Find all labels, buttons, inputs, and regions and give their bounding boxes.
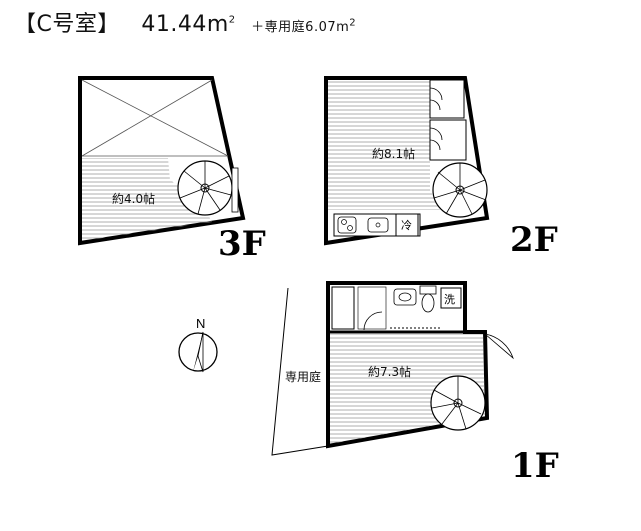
sink-icon bbox=[367, 217, 389, 233]
fridge-label: 冷 bbox=[401, 219, 412, 232]
entrance-door bbox=[483, 333, 514, 360]
toilet-icon bbox=[421, 293, 435, 313]
room-label-3f: 約4.0帖 bbox=[112, 191, 155, 206]
stove-icon bbox=[337, 216, 357, 234]
compass-needle-icon bbox=[193, 332, 203, 372]
closet-lower bbox=[429, 119, 467, 161]
floor-3f-plan: 約4.0帖 bbox=[78, 76, 246, 246]
spiral-stair-3f bbox=[177, 160, 233, 216]
bath-door bbox=[363, 311, 383, 331]
floor-label-1f: 1F bbox=[511, 446, 559, 486]
washer-space bbox=[440, 287, 462, 309]
bath-floor bbox=[357, 286, 387, 330]
washer-label: 洗 bbox=[444, 293, 455, 306]
garden-area: ＋専用庭6.07m2 bbox=[251, 17, 357, 35]
toilet-tank bbox=[419, 285, 437, 295]
compass-label: N bbox=[196, 316, 205, 331]
spiral-stair-1f bbox=[430, 375, 486, 431]
garden-boundary bbox=[271, 287, 329, 456]
total-area: 41.44m2 bbox=[141, 12, 236, 37]
fridge-space bbox=[395, 213, 419, 237]
floor-label-2f: 2F bbox=[510, 220, 558, 260]
window-3f bbox=[231, 167, 239, 213]
garden-label: 専用庭 bbox=[285, 369, 321, 384]
floor-2f-plan: 冷 約8.1帖 bbox=[324, 76, 490, 246]
floor-label-3f: 3F bbox=[218, 224, 266, 264]
room-label-2f: 約8.1帖 bbox=[372, 146, 415, 161]
washbasin-icon bbox=[393, 288, 417, 306]
unit-name: 【C号室】 bbox=[14, 12, 120, 37]
unit-title: 【C号室】 41.44m2 ＋専用庭6.07m2 bbox=[14, 6, 356, 38]
kitchen-counter: 冷 bbox=[333, 213, 421, 237]
spiral-stair-2f bbox=[432, 162, 488, 218]
closet-upper bbox=[429, 79, 465, 119]
floor-1f-plan: 洗 約7.3帖 専用庭 bbox=[271, 281, 514, 456]
bathtub-icon bbox=[331, 286, 355, 330]
void-cross-line-a bbox=[81, 79, 229, 157]
room-label-1f: 約7.3帖 bbox=[368, 364, 411, 379]
closet-doors bbox=[429, 87, 443, 151]
floor-2f-floor-area bbox=[328, 80, 440, 210]
north-compass: N bbox=[178, 316, 218, 373]
void-cross-line-b bbox=[81, 79, 213, 157]
floor-3f-floor-area bbox=[82, 158, 212, 241]
